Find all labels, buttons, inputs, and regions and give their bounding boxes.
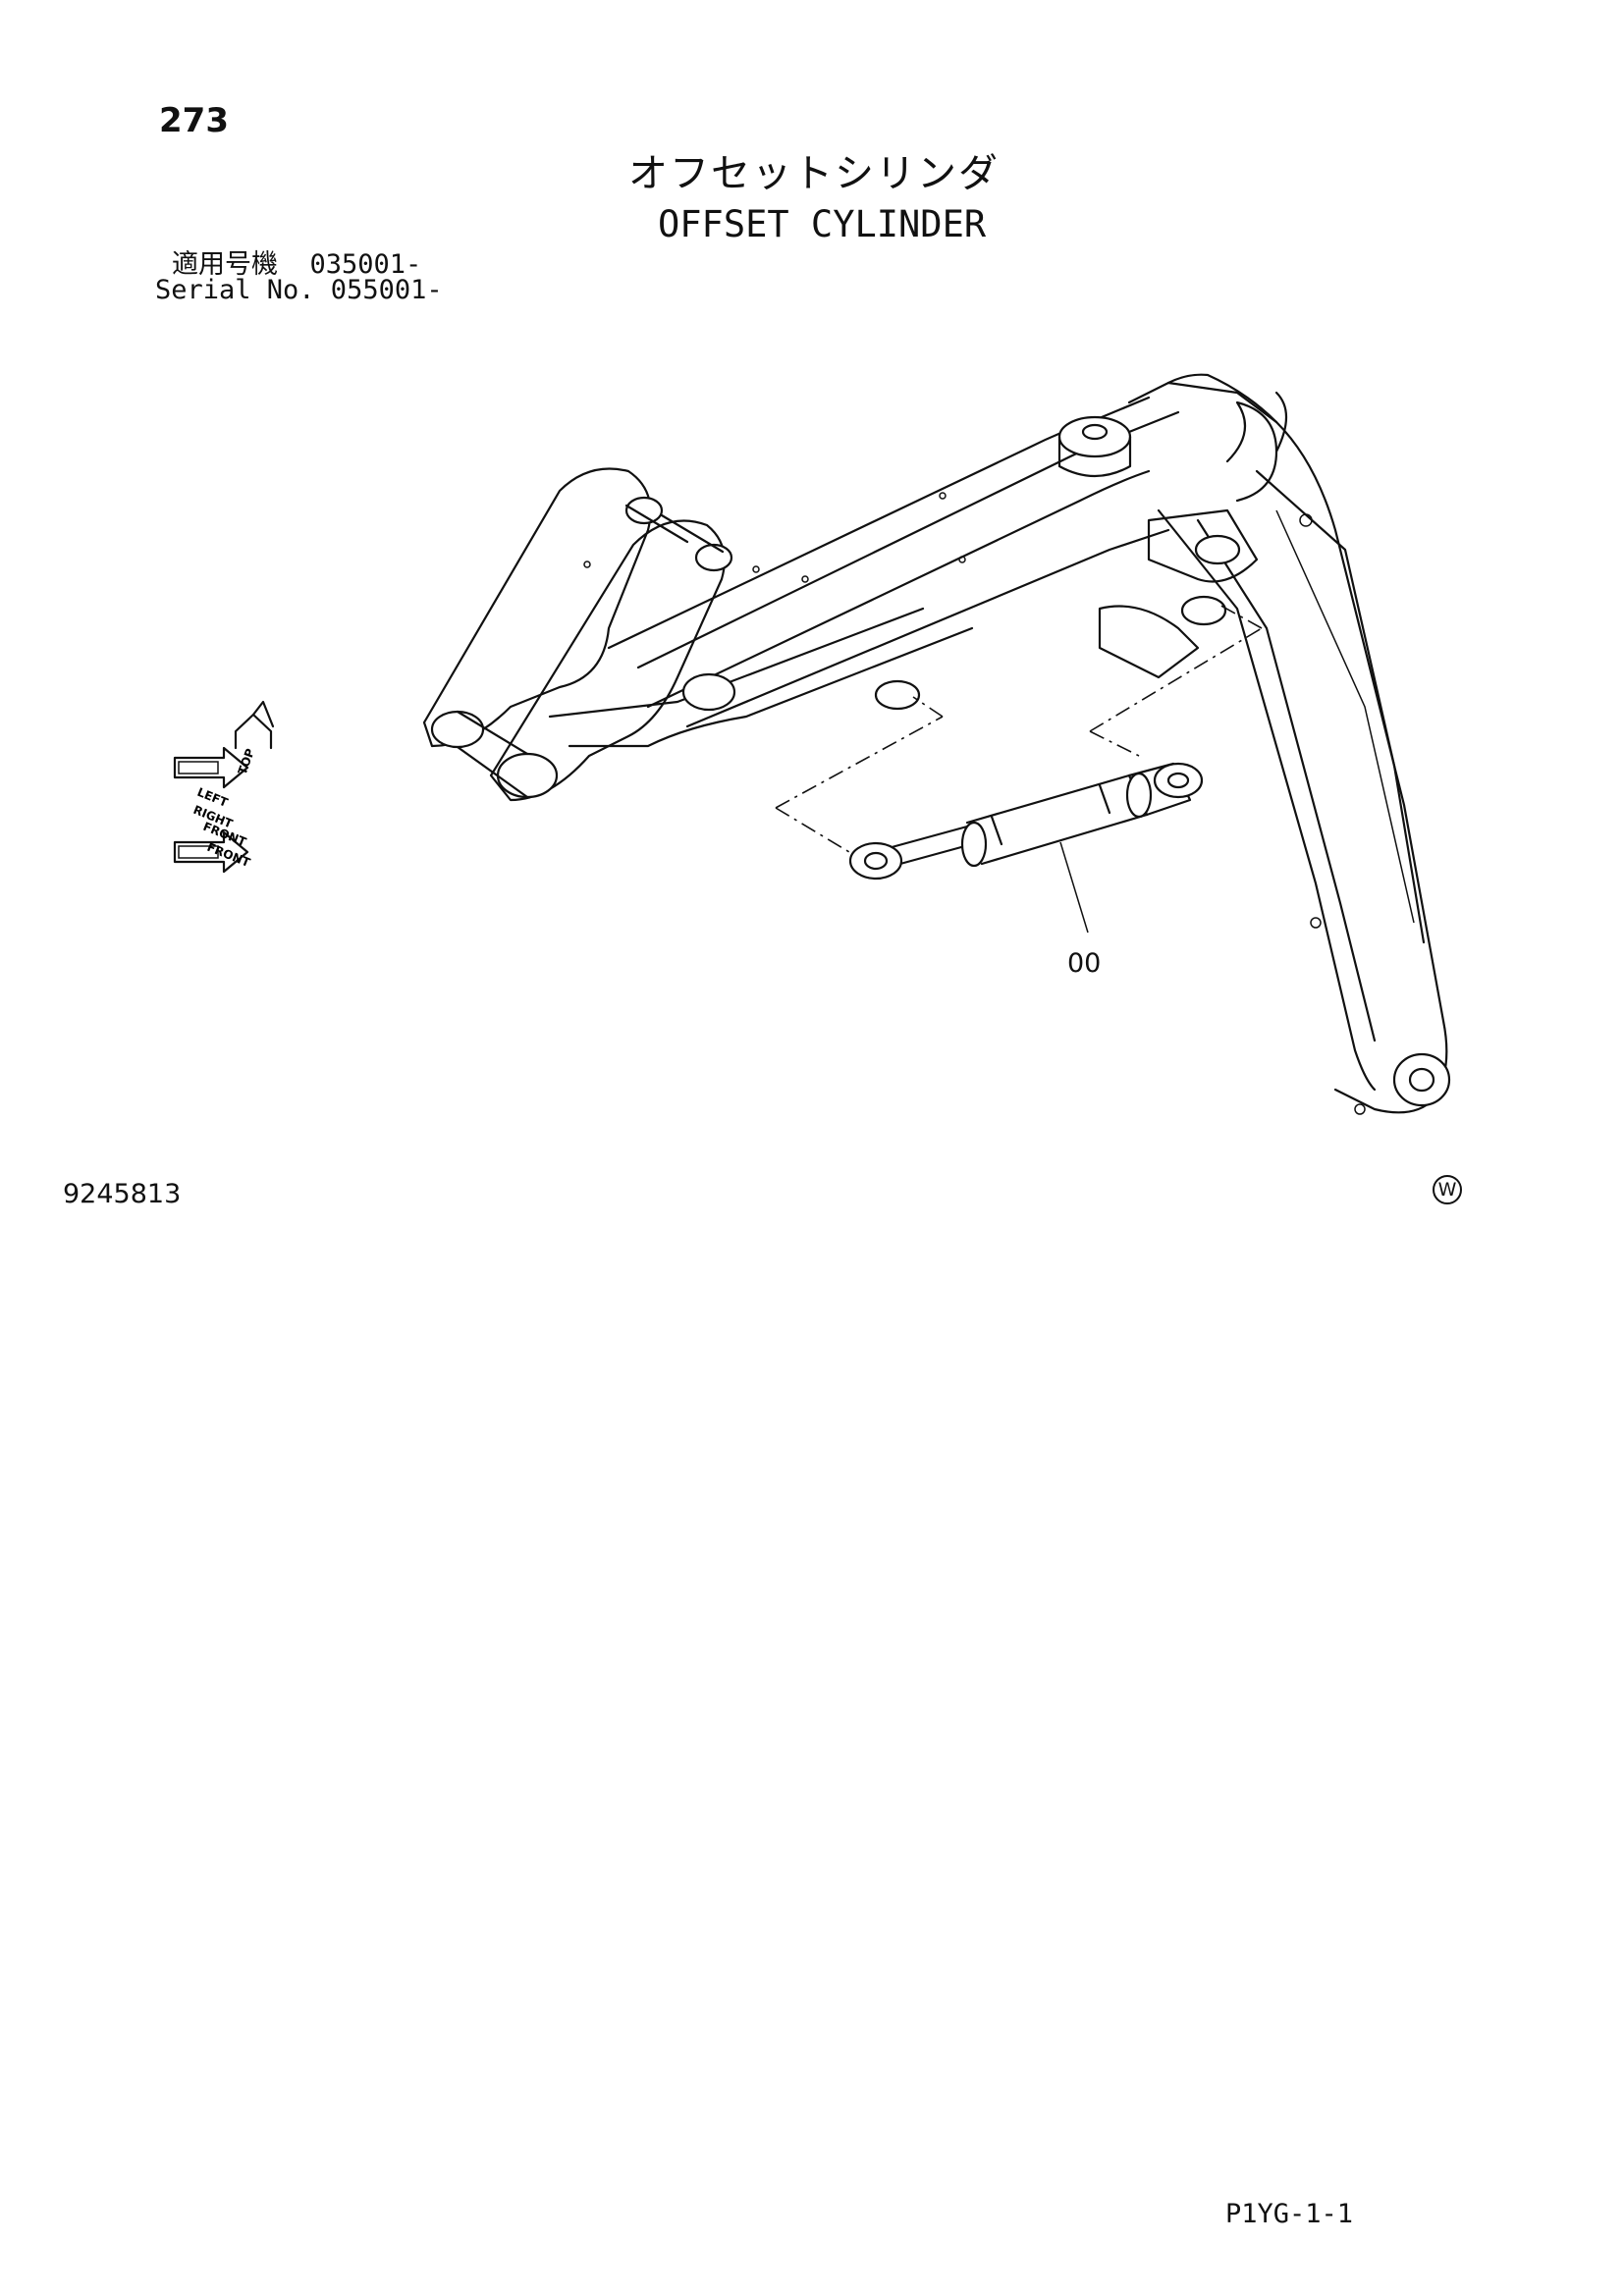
watermark-symbol: W xyxy=(1433,1175,1462,1204)
page-code: P1YG-1-1 xyxy=(1225,2199,1354,2229)
boom-drawing xyxy=(422,373,1451,1115)
page-title-japanese: オフセットシリンダ xyxy=(628,151,1000,196)
leader-lines xyxy=(775,603,1263,853)
applicable-serial-english: Serial No. 055001- xyxy=(155,275,443,305)
page-title-english: OFFSET CYLINDER xyxy=(658,203,987,245)
page-number: 273 xyxy=(159,101,229,140)
applicable-serial-japanese: 適用号機 035001- xyxy=(172,249,422,280)
orientation-label-front-b: FRONT xyxy=(205,840,253,870)
drawing-number: 9245813 xyxy=(63,1179,182,1209)
offset-cylinder-drawing xyxy=(848,762,1204,934)
orientation-label-top: TOP xyxy=(236,747,258,777)
orientation-indicator-icon: LEFT RIGHT TOP FRONT FRONT xyxy=(173,700,275,874)
part-callout-label: 00 xyxy=(1067,948,1102,979)
